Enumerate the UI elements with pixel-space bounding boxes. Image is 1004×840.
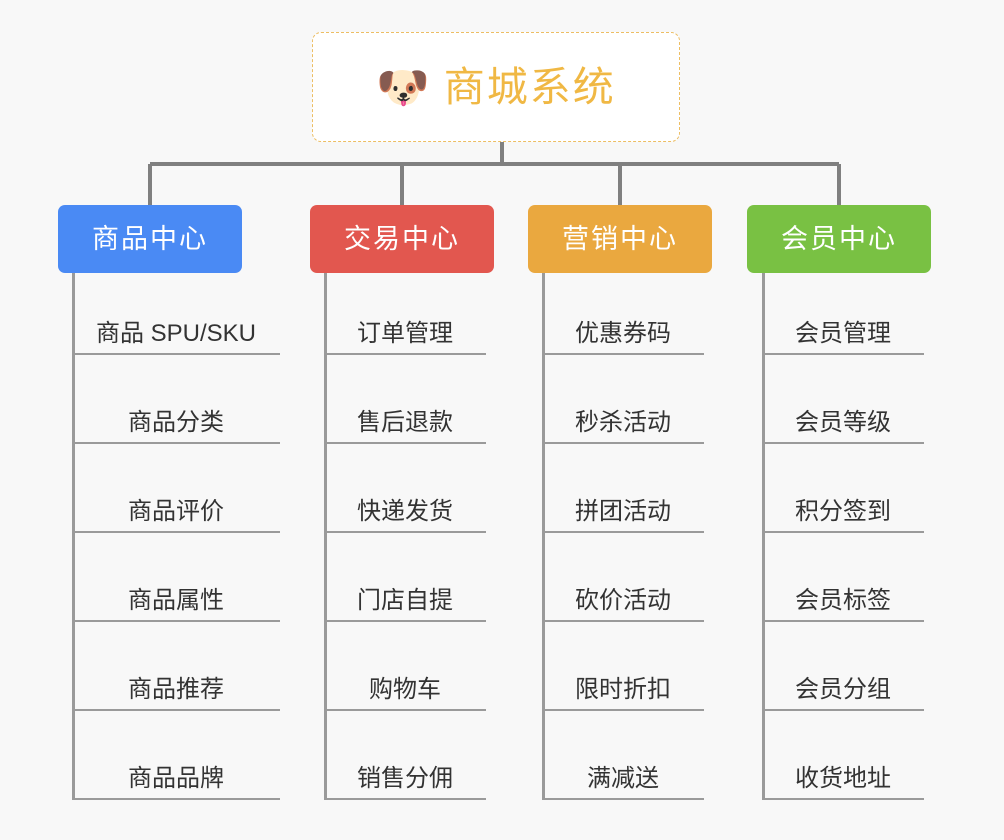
category-box-trade-center[interactable]: 交易中心 — [310, 205, 494, 273]
leaf-item[interactable]: 售后退款 — [324, 362, 486, 444]
leaf-item[interactable]: 商品分类 — [72, 362, 280, 444]
leaf-item[interactable]: 购物车 — [324, 629, 486, 711]
root-node-shopping-mall-system[interactable]: 🐶 商城系统 — [312, 32, 680, 142]
leaf-item[interactable]: 商品推荐 — [72, 629, 280, 711]
branch-spine-trade-center — [324, 273, 327, 800]
leaf-label: 销售分佣 — [357, 764, 453, 792]
dog-face-icon: 🐶 — [376, 63, 430, 112]
leaf-item[interactable]: 积分签到 — [762, 451, 924, 533]
leaf-label: 会员管理 — [795, 319, 891, 347]
branch-spine-product-center — [72, 273, 75, 800]
leaf-label: 商品推荐 — [128, 675, 224, 703]
leaf-item[interactable]: 订单管理 — [324, 273, 486, 355]
category-box-product-center[interactable]: 商品中心 — [58, 205, 242, 273]
branch-trade-center: 订单管理售后退款快递发货门店自提购物车销售分佣 — [324, 273, 506, 807]
branch-spine-marketing-center — [542, 273, 545, 800]
leaf-label: 订单管理 — [357, 319, 453, 347]
leaf-item[interactable]: 收货地址 — [762, 718, 924, 800]
leaf-label: 售后退款 — [357, 408, 453, 436]
leaf-item[interactable]: 快递发货 — [324, 451, 486, 533]
leaf-item[interactable]: 限时折扣 — [542, 629, 704, 711]
category-box-member-center[interactable]: 会员中心 — [747, 205, 931, 273]
leaf-label: 商品评价 — [128, 497, 224, 525]
category-label-trade-center: 交易中心 — [344, 223, 460, 254]
branch-marketing-center: 优惠券码秒杀活动拼团活动砍价活动限时折扣满减送 — [542, 273, 724, 807]
connector-drop-marketing-center — [618, 164, 622, 207]
category-box-marketing-center[interactable]: 营销中心 — [528, 205, 712, 273]
leaf-label: 秒杀活动 — [575, 408, 671, 436]
leaf-item[interactable]: 会员等级 — [762, 362, 924, 444]
leaf-item[interactable]: 商品品牌 — [72, 718, 280, 800]
leaf-label: 购物车 — [369, 675, 441, 703]
leaf-item[interactable]: 优惠券码 — [542, 273, 704, 355]
leaf-label: 优惠券码 — [575, 319, 671, 347]
category-label-product-center: 商品中心 — [92, 223, 208, 254]
leaf-item[interactable]: 会员分组 — [762, 629, 924, 711]
leaf-label: 满减送 — [587, 764, 659, 792]
leaf-item[interactable]: 会员标签 — [762, 540, 924, 622]
leaf-item[interactable]: 销售分佣 — [324, 718, 486, 800]
leaf-label: 快递发货 — [357, 497, 453, 525]
leaf-label: 商品品牌 — [128, 764, 224, 792]
leaf-label: 会员分组 — [795, 675, 891, 703]
leaf-label: 收货地址 — [795, 764, 891, 792]
leaf-item[interactable]: 会员管理 — [762, 273, 924, 355]
leaf-label: 商品属性 — [128, 586, 224, 614]
leaf-label: 限时折扣 — [575, 675, 671, 703]
connector-root-stub — [500, 142, 504, 164]
leaf-label: 商品分类 — [128, 408, 224, 436]
category-label-member-center: 会员中心 — [781, 223, 897, 254]
connector-drop-trade-center — [400, 164, 404, 207]
leaf-item[interactable]: 秒杀活动 — [542, 362, 704, 444]
leaf-label: 门店自提 — [357, 586, 453, 614]
connector-horizontal-bus — [150, 162, 839, 166]
category-label-marketing-center: 营销中心 — [562, 223, 678, 254]
leaf-item[interactable]: 门店自提 — [324, 540, 486, 622]
leaf-label: 积分签到 — [795, 497, 891, 525]
leaf-label: 会员标签 — [795, 586, 891, 614]
leaf-label: 砍价活动 — [575, 586, 671, 614]
branch-member-center: 会员管理会员等级积分签到会员标签会员分组收货地址 — [762, 273, 944, 807]
branch-spine-member-center — [762, 273, 765, 800]
leaf-item[interactable]: 商品 SPU/SKU — [72, 273, 280, 355]
connector-drop-product-center — [148, 164, 152, 207]
leaf-item[interactable]: 商品属性 — [72, 540, 280, 622]
root-node-title: 商城系统 — [443, 63, 616, 110]
leaf-item[interactable]: 满减送 — [542, 718, 704, 800]
leaf-label: 拼团活动 — [575, 497, 671, 525]
leaf-label: 商品 SPU/SKU — [95, 319, 257, 347]
leaf-item[interactable]: 拼团活动 — [542, 451, 704, 533]
connector-drop-member-center — [837, 164, 841, 207]
leaf-label: 会员等级 — [795, 408, 891, 436]
leaf-item[interactable]: 砍价活动 — [542, 540, 704, 622]
leaf-item[interactable]: 商品评价 — [72, 451, 280, 533]
branch-product-center: 商品 SPU/SKU 商品分类商品评价商品属性商品推荐商品品牌 — [72, 273, 300, 807]
